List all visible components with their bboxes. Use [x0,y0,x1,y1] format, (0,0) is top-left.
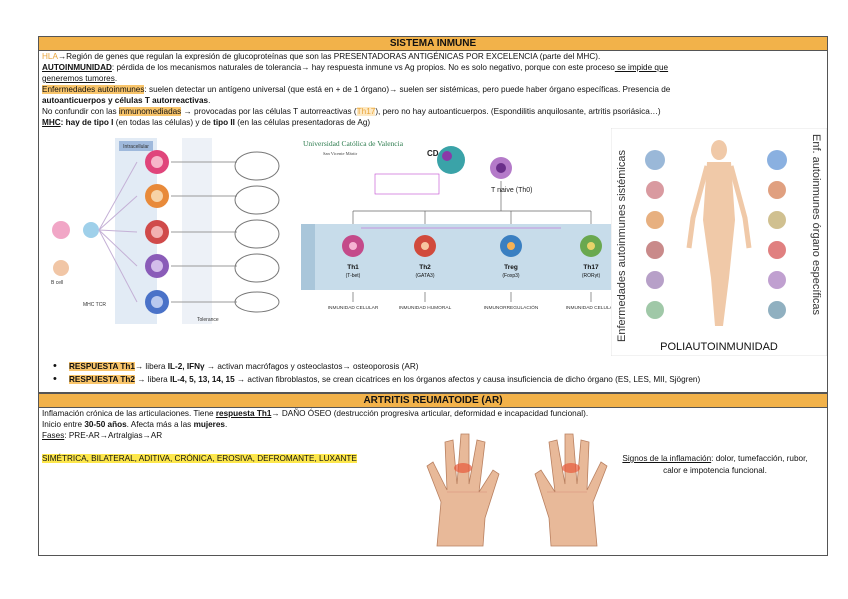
hla-label: HLA [42,52,58,61]
cell-sub-th1: (T-bet) [346,273,361,279]
th-differentiation-figure: Universidad Católica de Valencia San Vic… [301,139,617,311]
ar-line-2: Inicio entre 30-50 años. Afecta más a la… [39,419,827,430]
naive-label: T naive (Th0) [491,187,533,194]
respuesta-th2-label: RESPUESTA Th2 [69,375,135,384]
cell-sub-treg: (Foxp3) [502,273,520,279]
respuesta-th1-item: RESPUESTA Th1→ libera IL-2, IFNγ → activ… [53,360,827,373]
univ-sub: San Vicente Mártir [323,151,358,156]
confundir-th17: Th17 [356,107,376,116]
svg-text:MHC TCR: MHC TCR [83,302,106,308]
cell-name-treg: Treg [504,264,518,271]
ar-l2-d: mujeres [193,420,225,429]
mhc-a: : hay de tipo I [60,118,114,127]
enfermedades-text: : suelen detectar un antígeno universal … [144,85,671,94]
page: SISTEMA INMUNE HLA→Región de genes que r… [38,36,828,556]
respuestas-list: RESPUESTA Th1→ libera IL-2, IFNγ → activ… [39,360,827,386]
cell-name-th17: Th17 [583,264,599,271]
autoinmunidad-text: : pérdida de los mecanismos naturales de… [111,63,615,72]
ar-traits: SIMÉTRICA, BILATERAL, ADITIVA, CRÓNICA, … [42,454,357,463]
enfermedades-cont: autoanticuerpos y células T autorreactiv… [42,96,209,105]
respuesta-th1-a: → libera [134,362,168,371]
signos-label: Signos de la inflamación [622,454,712,463]
section-title-sistema-inmune: SISTEMA INMUNE [38,36,828,51]
func-th17: INMUNIDAD CELULAR [566,305,617,311]
mhc-b: (en todas las células) y de [113,118,214,127]
mhc-c: tipo II [213,118,235,127]
confundir-b: → provocadas por las células T autorreac… [181,107,357,116]
respuesta-th1-c: → activan macrófagos y osteoclastos→ ost… [204,362,419,371]
ar-l2-c: . Afecta más a las [126,420,194,429]
section-title-artritis: ARTRITIS REUMATOIDE (AR) [38,393,828,408]
hla-text: →Región de genes que regulan la expresió… [57,52,601,61]
hla-line: HLA→Región de genes que regulan la expre… [39,51,827,62]
vertical-left-text: Enfermedades autoinmunes sistémicas [616,150,628,342]
func-treg: INMUNORREGULACIÓN [484,304,539,311]
confundir-highlight: inmunomediadas [118,107,182,116]
enfermedades-line: Enfermedades autoinmunes: suelen detecta… [39,84,827,95]
ar-l1-a: Inflamación crónica de las articulacione… [42,409,216,418]
respuesta-th1-label: RESPUESTA Th1 [69,362,135,371]
confundir-c: ), pero no hay autoanticuerpos. (Espondi… [375,107,661,116]
fases-text: : PRE-AR→Artralgias→AR [64,431,163,440]
respuesta-th2-b: IL-4, 5, 13, 14, 15 [170,375,235,384]
ar-line-fases: Fases: PRE-AR→Artralgias→AR [39,430,827,441]
respuesta-th2-c: → activan fibroblastos, se crean cicatri… [234,375,701,384]
poliautoinmunidad-figure: Enfermedades autoinmunes sistémicas Enf.… [611,128,827,356]
confundir-line: No confundir con las inmunomediadas → pr… [39,106,827,117]
univ-name: Universidad Católica de Valencia [303,139,404,148]
ar-l1-c: → DAÑO ÓSEO (destrucción progresiva arti… [271,409,589,418]
autoinmunidad-label: AUTOINMUNIDAD [42,63,112,72]
sistema-inmune-box: HLA→Región de genes que regulan la expre… [38,51,828,393]
func-th2: INMUNIDAD HUMORAL [399,305,452,311]
mhc-d: (en las células presentadoras de Ag) [234,118,371,127]
enfermedades-label: Enfermedades autoinmunes [42,85,145,94]
cd-label: CD [427,149,439,158]
hands-illustration [426,433,608,547]
ar-l2-e: . [224,420,228,429]
autoinmunidad-end: . [114,74,118,83]
ar-l2-b: 30-50 años [84,420,127,429]
mhc-line: MHC: hay de tipo I (en todas las células… [39,117,827,128]
mhc-label: MHC [42,118,61,127]
ar-l2-a: Inicio entre [42,420,85,429]
svg-text:Intracellular: Intracellular [123,144,149,150]
respuesta-th2-a: → libera [134,375,171,384]
ar-line-1: Inflamación crónica de las articulacione… [39,408,827,419]
cell-sub-th17: (RORγt) [582,273,601,279]
svg-text:Tolerance: Tolerance [197,317,219,323]
figures-area: Intracellular B cell [39,128,827,358]
signos-text: : dolor, tumefacción, rubor, calor e imp… [663,454,808,475]
enfermedades-line-2: autoanticuerpos y células T autorreactiv… [39,95,827,106]
signos-inflamacion: Signos de la inflamación: dolor, tumefac… [615,453,815,477]
cell-sub-th2: (GATA3) [416,273,435,279]
confundir-a: No confundir con las [42,107,119,116]
autoinmunidad-line: AUTOINMUNIDAD: pérdida de los mecanismos… [39,62,827,73]
autoinmunidad-line-2: generemos tumores. [39,73,827,84]
func-th1: INMUNIDAD CELULAR [328,305,379,311]
autoinmunidad-cont: generemos tumores [42,74,115,83]
enfermedades-end: . [208,96,211,105]
respuesta-th2-item: RESPUESTA Th2 → libera IL-4, 5, 13, 14, … [53,373,827,386]
respuesta-th1-b: IL-2, IFNγ [167,362,205,371]
ar-traits-line: SIMÉTRICA, BILATERAL, ADITIVA, CRÓNICA, … [39,453,827,464]
artritis-box: Inflamación crónica de las articulacione… [38,408,828,556]
vertical-right-text: Enf. autoinmunes órgano específicas [810,134,822,316]
ar-l1-b: respuesta Th1 [215,409,272,418]
poliautoinmunidad-label: POLIAUTOINMUNIDAD [660,341,778,353]
fases-label: Fases [42,431,65,440]
cell-name-th1: Th1 [347,264,359,271]
cell-name-th2: Th2 [419,264,431,271]
autoinmunidad-underlined: se impide que [614,63,669,72]
th-pathways-figure: Intracellular B cell [51,138,280,324]
svg-text:B cell: B cell [51,280,63,286]
